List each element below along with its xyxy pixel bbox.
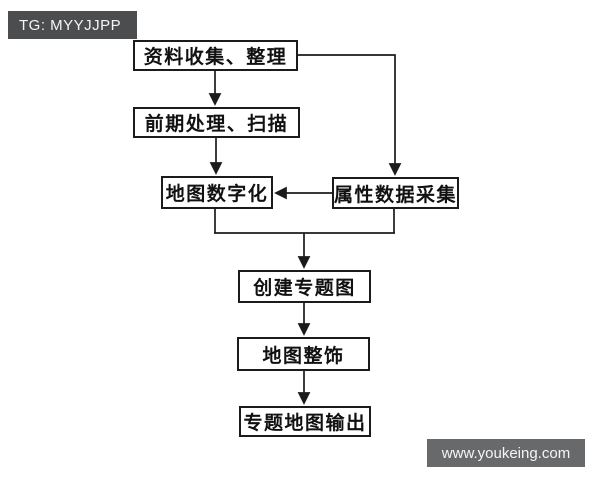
flow-box-thematic-map-output: 专题地图输出 xyxy=(239,406,371,437)
flow-box-data-collection: 资料收集、整理 xyxy=(133,40,298,71)
flow-box-map-digitization: 地图数字化 xyxy=(161,176,273,209)
flow-box-create-thematic-map: 创建专题图 xyxy=(238,270,371,303)
website-watermark-label: www.youkeing.com xyxy=(427,439,585,467)
tg-watermark-label: TG: MYYJJPP xyxy=(8,11,137,39)
flow-box-map-decoration: 地图整饰 xyxy=(237,337,370,371)
flow-box-preprocessing-scanning: 前期处理、扫描 xyxy=(133,107,300,138)
flow-box-attribute-data-collection: 属性数据采集 xyxy=(332,177,459,209)
